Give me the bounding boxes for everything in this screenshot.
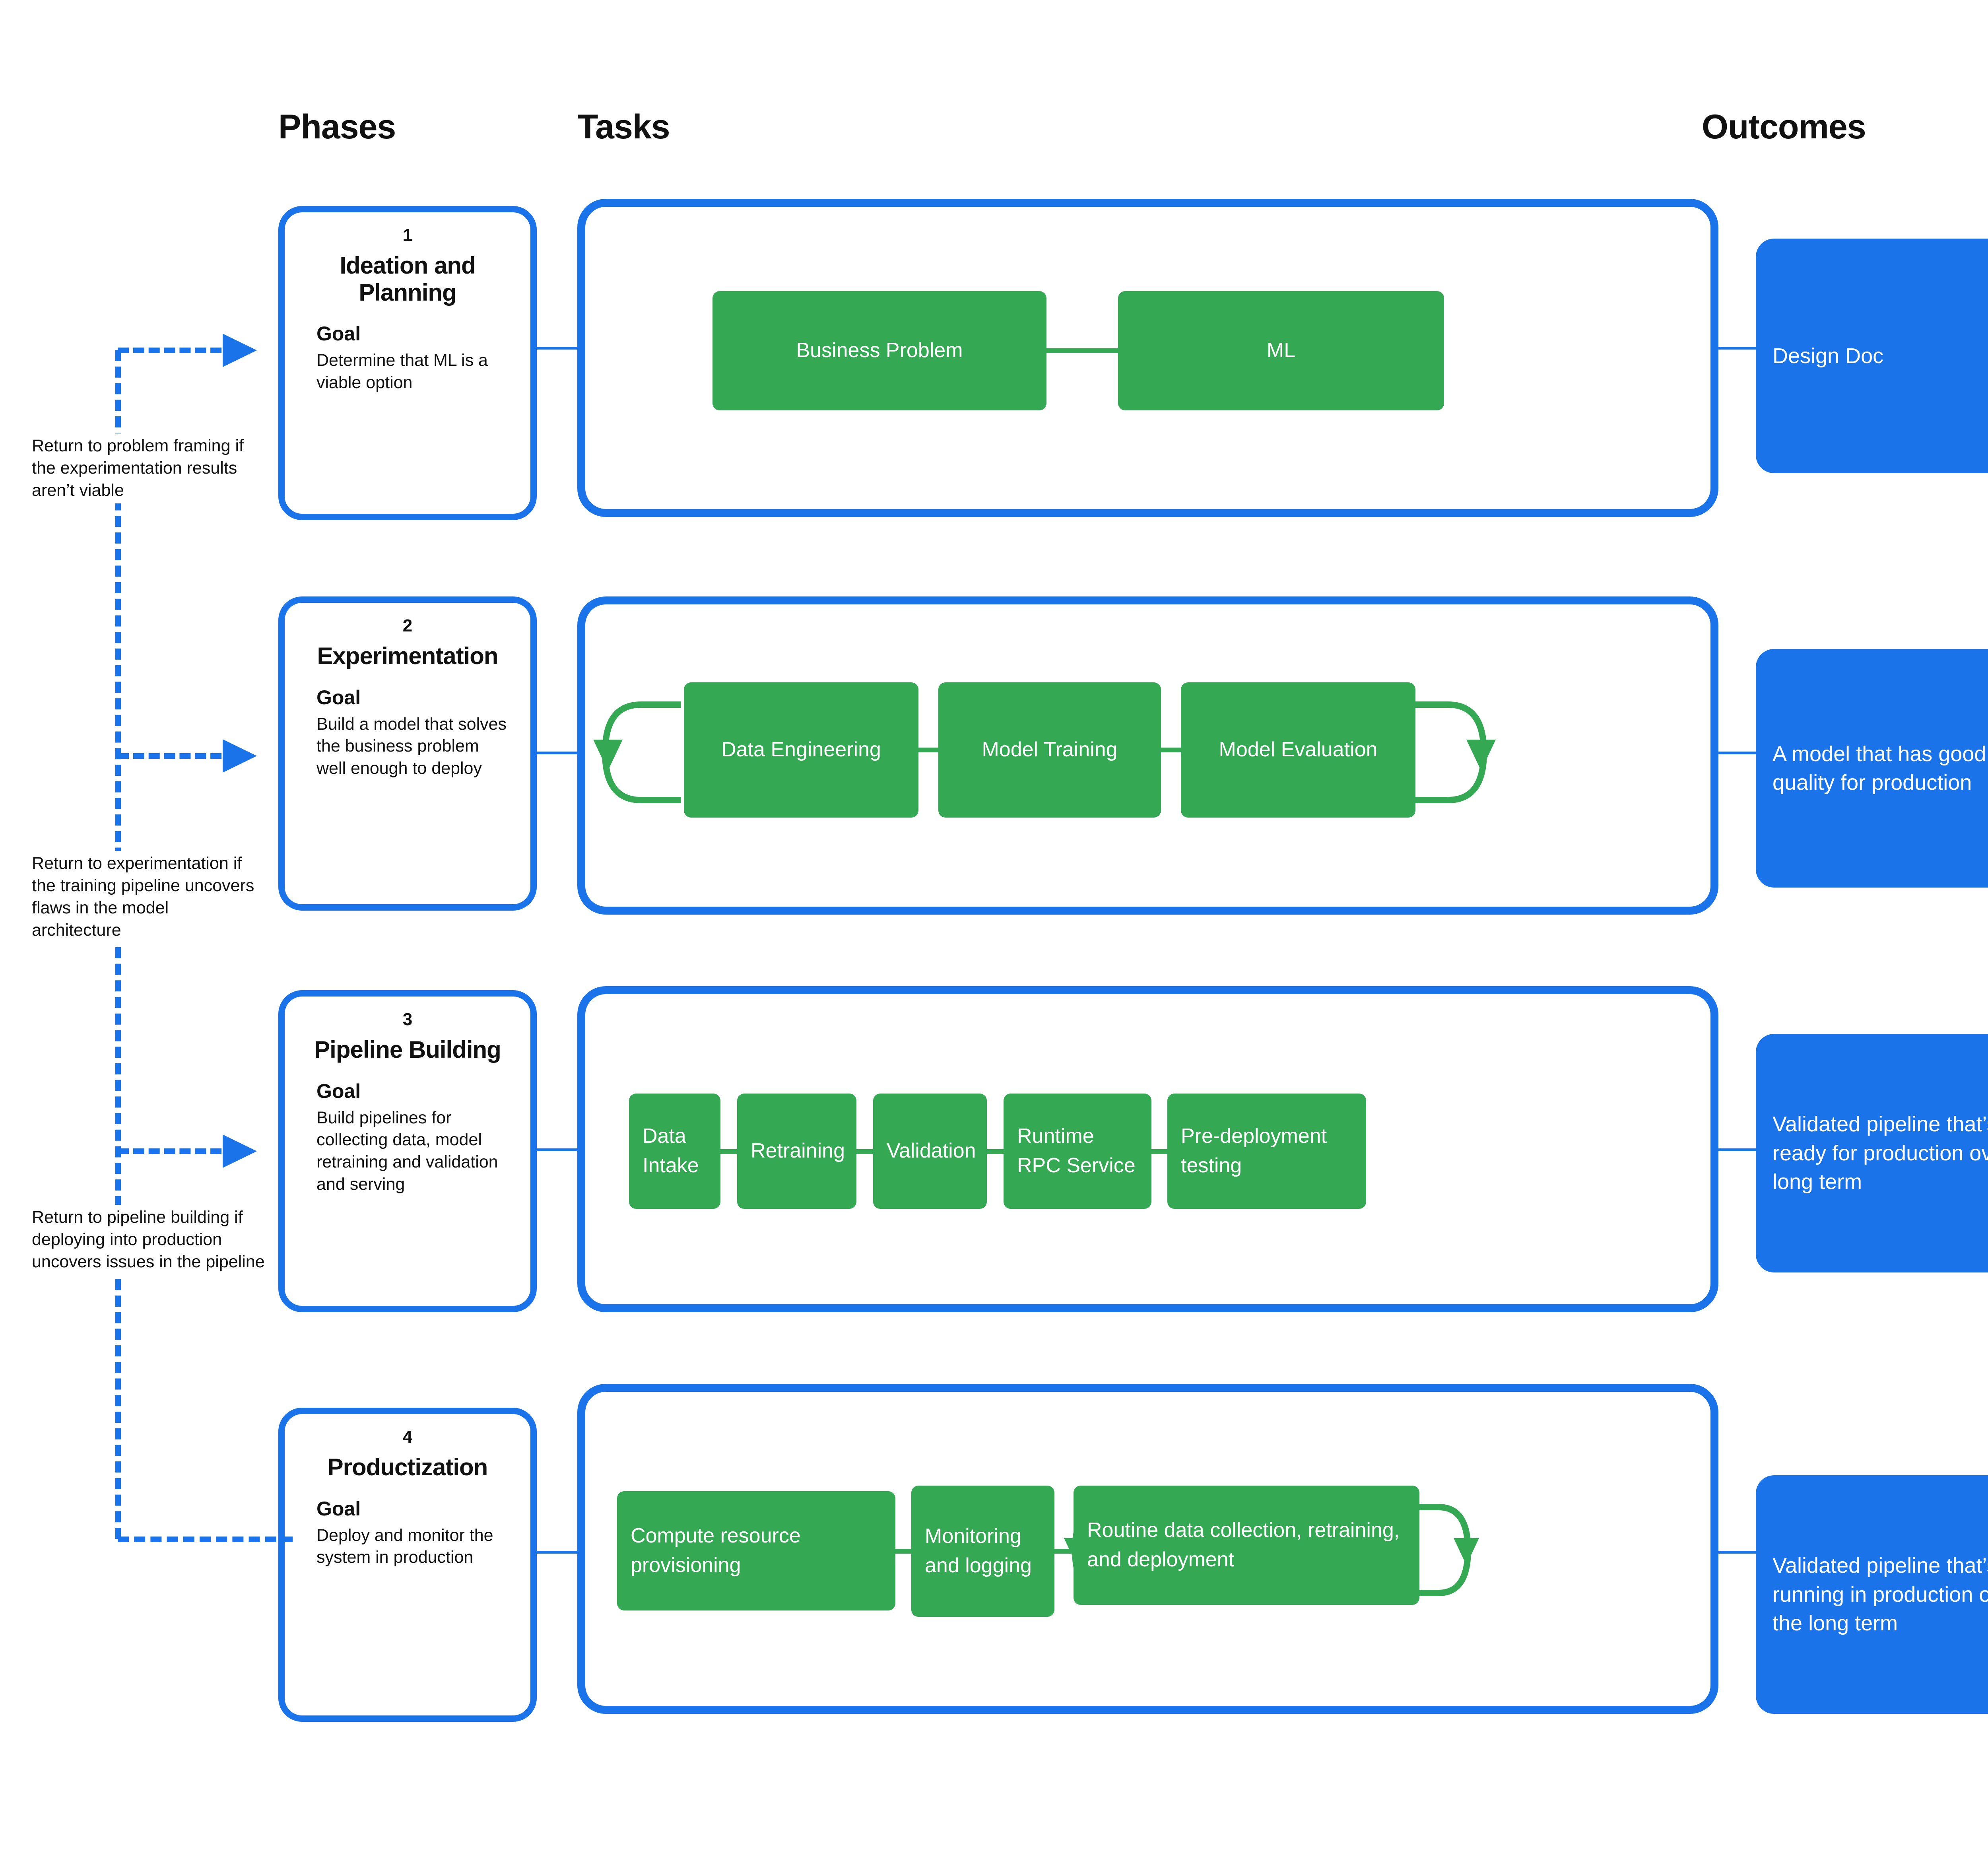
phase-goal: Goal Determine that ML is a viable optio… [302,322,513,394]
task-connector [895,1549,911,1554]
connector-phase4-tasks [537,1551,581,1554]
task-box[interactable]: Business Problem [712,291,1046,410]
column-header-phases: Phases [278,108,396,146]
task-box[interactable]: Compute resource provisioning [617,1491,895,1610]
goal-label: Goal [316,1080,361,1102]
task-box[interactable]: Data Engineering [684,682,918,818]
feedback-arrowhead-phase-1 [223,334,257,367]
task-box[interactable]: Retraining [737,1094,856,1209]
retry-loop-left-icon [581,693,685,812]
outcome-box-2[interactable]: A model that has good quality for produc… [1756,649,1988,888]
phase-title: Pipeline Building [314,1036,501,1063]
phase-card-1[interactable]: 1 Ideation and Planning Goal Determine t… [278,206,537,520]
connector-phase2-tasks [537,752,581,754]
feedback-label-return-to-experimentation-architecture: Return to experimentation if the trainin… [29,851,261,943]
goal-text: Determine that ML is a viable option [316,350,488,392]
tasks-container-2: Data Engineering Model Training Model Ev… [577,596,1718,915]
task-connector [1151,1149,1167,1154]
phase-number: 1 [402,225,413,245]
task-box[interactable]: Model Training [938,682,1161,818]
task-connector [1161,748,1181,752]
column-header-outcomes: Outcomes [1702,108,1866,146]
connector-tasks3-outcome [1718,1148,1756,1151]
task-box[interactable]: Data Intake [629,1094,720,1209]
task-box[interactable]: Monitoring and logging [911,1486,1054,1617]
phase-goal: Goal Deploy and monitor the system in pr… [302,1497,513,1569]
feedback-label-return-to-pipeline-building: Return to pipeline building if deploying… [29,1205,277,1275]
retry-loop-right-icon [1407,1498,1486,1602]
task-connector [856,1149,873,1154]
feedback-arrowhead-phase-3 [223,1134,257,1168]
connector-tasks1-outcome [1718,347,1756,350]
feedback-branch-to-phase-1 [118,348,237,353]
phase-number: 2 [402,616,413,635]
goal-label: Goal [316,686,361,709]
feedback-branch-to-phase-4 [118,1537,293,1542]
connector-phase1-tasks [537,347,581,350]
phase-title: Ideation and Planning [340,252,476,306]
phase-number: 3 [402,1010,413,1029]
phase-title: Productization [327,1454,488,1481]
task-connector [918,748,938,752]
feedback-label-return-to-problem-framing: Return to problem framing if the experim… [29,433,257,503]
task-connector [1046,348,1118,353]
phase-goal: Goal Build pipelines for collecting data… [302,1079,513,1196]
outcome-box-3[interactable]: Validated pipeline that’s ready for prod… [1756,1034,1988,1272]
feedback-branch-to-phase-3 [118,1148,237,1154]
connector-phase3-tasks [537,1148,581,1151]
tasks-container-4: Compute resource provisioning Monitoring… [577,1384,1718,1714]
phase-goal: Goal Build a model that solves the busin… [302,686,513,780]
phase-card-4[interactable]: 4 Productization Goal Deploy and monitor… [278,1408,537,1722]
tasks-container-3: Data Intake Retraining Validation Runtim… [577,986,1718,1312]
task-box[interactable]: ML [1118,291,1444,410]
task-box[interactable]: Validation [873,1094,987,1209]
column-header-tasks: Tasks [577,108,670,146]
goal-text: Build a model that solves the business p… [316,714,507,778]
goal-label: Goal [316,1497,361,1520]
connector-tasks2-outcome [1718,752,1756,754]
outcome-box-1[interactable]: Design Doc [1756,239,1988,473]
task-box[interactable]: Runtime RPC Service [1004,1094,1151,1209]
task-box[interactable]: Model Evaluation [1181,682,1415,818]
phase-title: Experimentation [317,643,498,670]
phase-number: 4 [402,1427,413,1447]
phase-card-2[interactable]: 2 Experimentation Goal Build a model tha… [278,596,537,911]
task-connector [1054,1549,1074,1554]
task-connector [987,1149,1004,1154]
phase-card-3[interactable]: 3 Pipeline Building Goal Build pipelines… [278,990,537,1312]
feedback-arrowhead-phase-2 [223,739,257,773]
outcome-box-4[interactable]: Validated pipeline that’s running in pro… [1756,1475,1988,1714]
tasks-container-1: Business Problem ML [577,199,1718,517]
connector-tasks4-outcome [1718,1551,1756,1554]
feedback-branch-to-phase-2 [118,753,237,759]
feedback-spine-vertical [115,350,121,1539]
goal-label: Goal [316,322,361,345]
retry-loop-right-icon [1404,693,1508,812]
task-box[interactable]: Pre-deployment testing [1167,1094,1366,1209]
task-box[interactable]: Routine data collection, retraining, and… [1074,1486,1419,1605]
goal-text: Deploy and monitor the system in product… [316,1525,493,1567]
goal-text: Build pipelines for collecting data, mod… [316,1108,498,1194]
task-connector [720,1149,737,1154]
